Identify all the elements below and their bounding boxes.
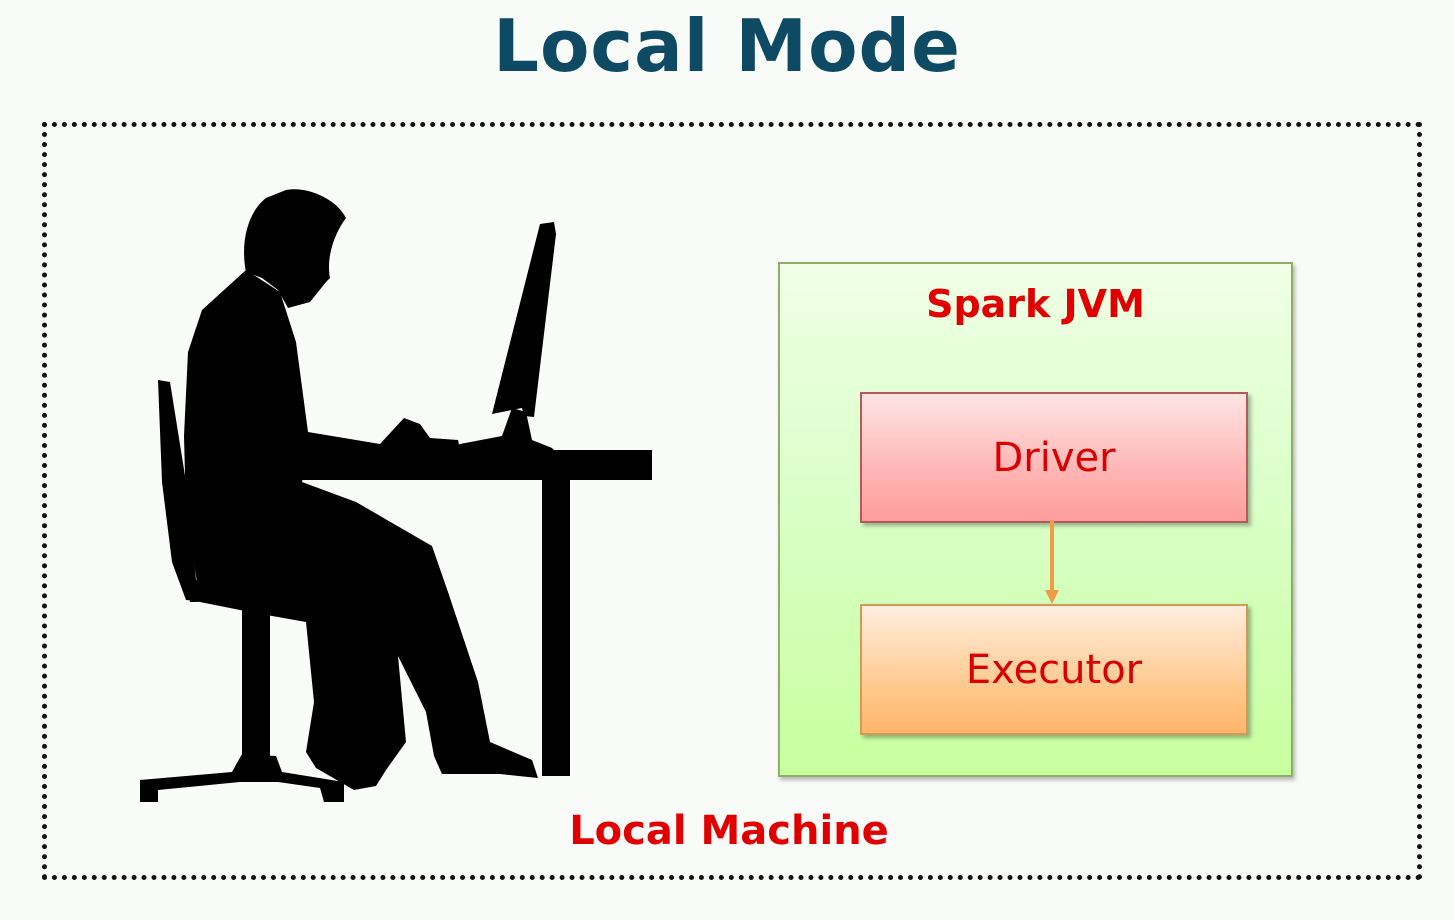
spark-jvm-title: Spark JVM [926, 282, 1145, 326]
page-title: Local Mode [493, 4, 961, 88]
local-machine-boundary [42, 122, 1422, 880]
executor-label: Executor [965, 646, 1143, 693]
driver-to-executor-arrow [1045, 520, 1059, 604]
driver-label: Driver [992, 434, 1116, 481]
driver-box: Driver [860, 392, 1248, 523]
spark-jvm-box: Spark JVM Driver Executor [778, 262, 1293, 777]
person-at-computer-silhouette-icon [140, 189, 652, 802]
local-machine-label: Local Machine [569, 808, 889, 854]
executor-box: Executor [860, 604, 1248, 735]
